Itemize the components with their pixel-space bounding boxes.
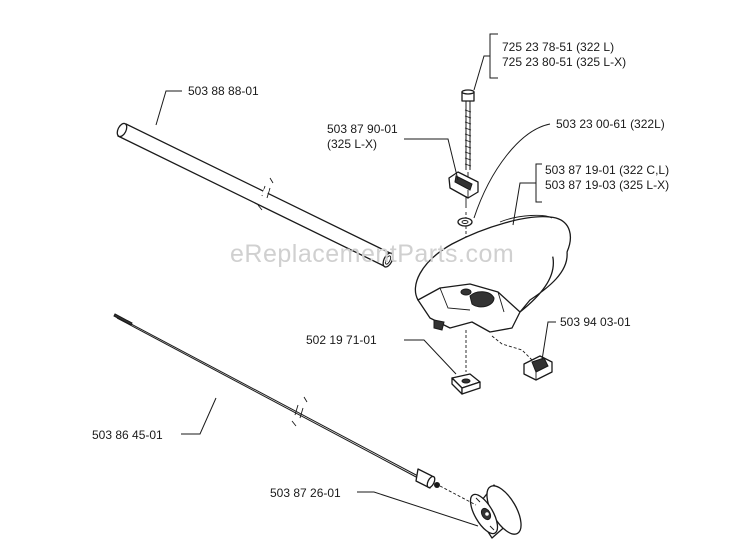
flex-shaft xyxy=(113,313,440,489)
square-nut xyxy=(451,373,481,395)
callout-clamp-model: (325 L-X) xyxy=(327,137,377,151)
drive-tube xyxy=(116,122,394,268)
watermark: eReplacementParts.com xyxy=(230,240,514,268)
callout-clamp: 503 87 90-01 xyxy=(327,122,398,136)
callout-tube: 503 88 88-01 xyxy=(188,84,259,98)
callout-washer: 503 23 00-61 (322L) xyxy=(556,117,665,131)
bracket xyxy=(491,335,553,381)
callout-nut: 502 19 71-01 xyxy=(306,333,377,347)
callout-drum: 503 87 26-01 xyxy=(270,486,341,500)
callout-screw-325lx: 725 23 80-51 (325 L-X) xyxy=(502,55,626,69)
loop-handle xyxy=(414,214,571,372)
callout-shaft: 503 86 45-01 xyxy=(92,428,163,442)
clutch-drum xyxy=(439,484,522,539)
callout-screw-322l: 725 23 78-51 (322 L) xyxy=(502,40,614,54)
screw xyxy=(461,89,475,178)
callout-bracket: 503 94 03-01 xyxy=(560,315,631,329)
clamp-piece xyxy=(448,171,479,208)
callout-handle-322cl: 503 87 19-01 (322 C,L) xyxy=(545,163,669,177)
leader-lines xyxy=(155,33,556,527)
callout-handle-325lx: 503 87 19-03 (325 L-X) xyxy=(545,178,669,192)
